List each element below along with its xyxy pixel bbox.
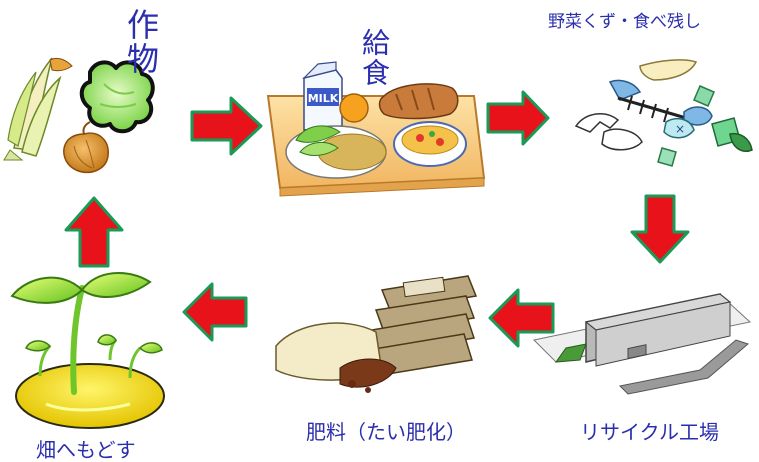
leaf-scrap-icon (693, 85, 715, 107)
arrow-left-compost-to-field (182, 282, 248, 342)
milk-carton-icon: MILK (302, 61, 343, 131)
soup-bowl-icon (393, 121, 467, 167)
soil-mound-icon (15, 363, 165, 429)
egg-shell-icon (574, 113, 620, 133)
road-icon (618, 339, 749, 395)
school-lunch-illustration: MILK (266, 61, 486, 197)
recycling-plant-illustration (532, 293, 752, 395)
salad-plate-icon (285, 125, 387, 179)
crops-illustration (3, 57, 155, 174)
orange-icon (339, 93, 369, 123)
sprout-leaf-icon (10, 276, 84, 304)
label-compost: 肥料（たい肥化） (306, 420, 466, 444)
bread-icon (378, 83, 459, 120)
arrow-right-lunch-to-scraps (486, 90, 550, 146)
label-school-lunch: 給食 (358, 28, 391, 88)
sprout-illustration (10, 272, 165, 429)
label-food-scraps: 野菜くず・食べ残し (548, 12, 701, 32)
milk-label: MILK (308, 92, 339, 105)
svg-text:×: × (675, 122, 685, 136)
label-crops: 作物 (122, 8, 160, 76)
corn-icon (3, 57, 73, 161)
food-scraps-illustration: × (574, 59, 753, 167)
arrow-right-crops-to-lunch (190, 96, 263, 156)
peel-icon (639, 59, 698, 81)
lettuce-icon (79, 60, 155, 134)
label-recycling-plant: リサイクル工場 (580, 420, 719, 444)
onion-icon (63, 121, 109, 174)
compost-bags-illustration (275, 275, 478, 393)
label-back-to-field: 畑へもどす (36, 438, 136, 462)
arrow-down-scraps-to-plant (630, 194, 690, 264)
arrow-up-field-to-crops (64, 196, 124, 268)
arrow-left-plant-to-compost (488, 288, 555, 348)
fish-bone-icon (608, 79, 713, 126)
sprout-stem-icon (70, 285, 85, 395)
